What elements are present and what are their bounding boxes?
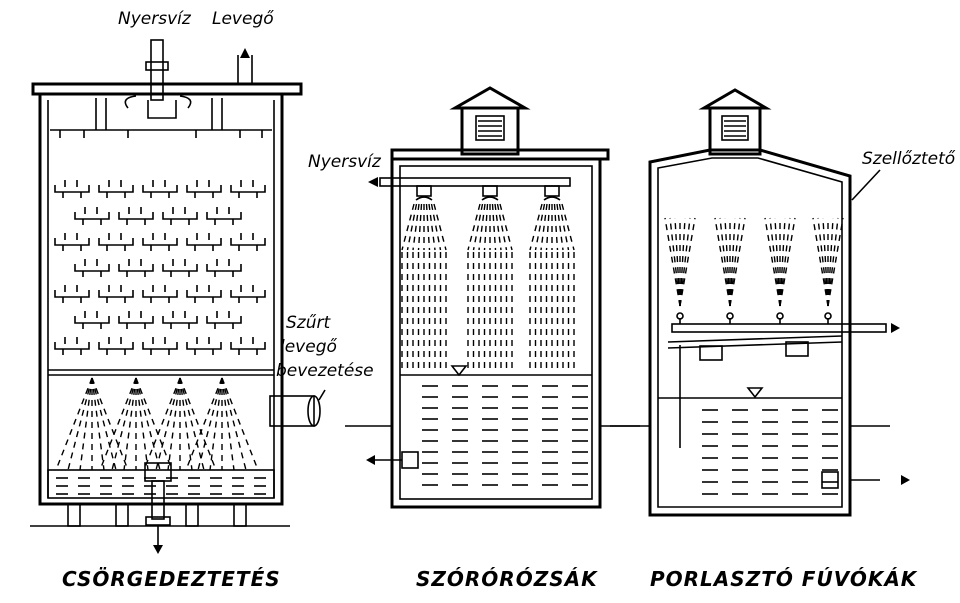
- trickle-basin-water: [56, 477, 266, 495]
- trickle-outlet: [144, 462, 172, 554]
- sprinkler-raw-water-label: Nyersvíz: [308, 152, 382, 172]
- nozzle-vent-hood: [698, 88, 772, 156]
- trickle-trays: [54, 180, 266, 355]
- raw-water-label: Nyersvíz: [118, 9, 192, 29]
- caption-trickle: CSÖRGEDEZTETÉS: [62, 567, 281, 591]
- filtered-air-label-line1: Szűrt: [286, 313, 331, 333]
- sprinkler-outlet: [366, 451, 419, 469]
- filtered-air-label-line2: levegő: [280, 337, 337, 357]
- filtered-air-inlet: [269, 389, 326, 427]
- top-distributor: [50, 98, 272, 138]
- raw-water-inlet-pipe: [124, 39, 192, 119]
- trickle-spray-lines: [55, 377, 259, 471]
- sprinkler-spray: [401, 185, 575, 368]
- nozzle-sprays: [664, 217, 844, 324]
- sprinkler-aerator: Nyersvíz: [308, 86, 640, 509]
- filtered-air-label-line3: bevezetése: [276, 361, 374, 381]
- sprinkler-tank-wall: [390, 157, 602, 509]
- caption-nozzle: PORLASZTÓ FÚVÓKÁK: [650, 567, 918, 591]
- sprinkler-basin-water: [400, 374, 592, 486]
- trickle-basin: [47, 469, 275, 499]
- sprinkler-header-pipe: [368, 177, 571, 187]
- trickle-tank-wall: [38, 92, 284, 506]
- sprinkler-vent-hood: [449, 86, 531, 156]
- caption-sprinkler: SZÓRÓRÓZSÁK: [416, 567, 598, 591]
- nozzle-header-pipe: [667, 323, 900, 448]
- air-outlet-pipe: [237, 48, 253, 84]
- nozzle-outlet: [821, 471, 910, 489]
- vent-label: Szellőztető: [862, 149, 956, 169]
- trickle-aerator: Nyersvíz Levegő Szűrt levegő bevezetése: [30, 9, 374, 554]
- nozzle-tank-wall: [648, 148, 852, 517]
- nozzle-basin-water: [658, 397, 842, 495]
- nozzle-aerator: Szellőztető: [610, 88, 956, 517]
- air-label: Levegő: [212, 9, 274, 29]
